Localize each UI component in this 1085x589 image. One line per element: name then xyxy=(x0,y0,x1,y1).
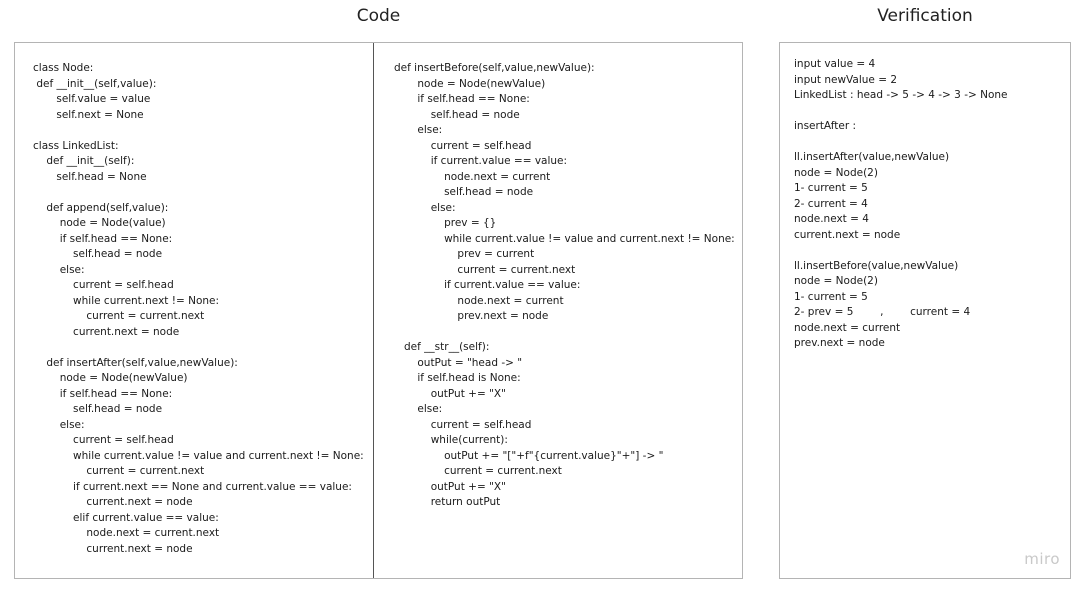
code-left-column: class Node: def __init__(self,value): se… xyxy=(33,62,364,555)
verification-frame[interactable]: input value = 4 input newValue = 2 Linke… xyxy=(779,42,1071,579)
code-frame-title: Code xyxy=(356,6,401,26)
verification-frame-title: Verification xyxy=(877,6,973,26)
code-frame[interactable]: class Node: def __init__(self,value): se… xyxy=(14,42,743,579)
code-column-divider xyxy=(373,43,374,578)
code-right-column: def insertBefore(self,value,newValue): n… xyxy=(394,62,735,508)
verification-text: input value = 4 input newValue = 2 Linke… xyxy=(794,58,1008,349)
miro-watermark: miro xyxy=(1024,550,1060,568)
